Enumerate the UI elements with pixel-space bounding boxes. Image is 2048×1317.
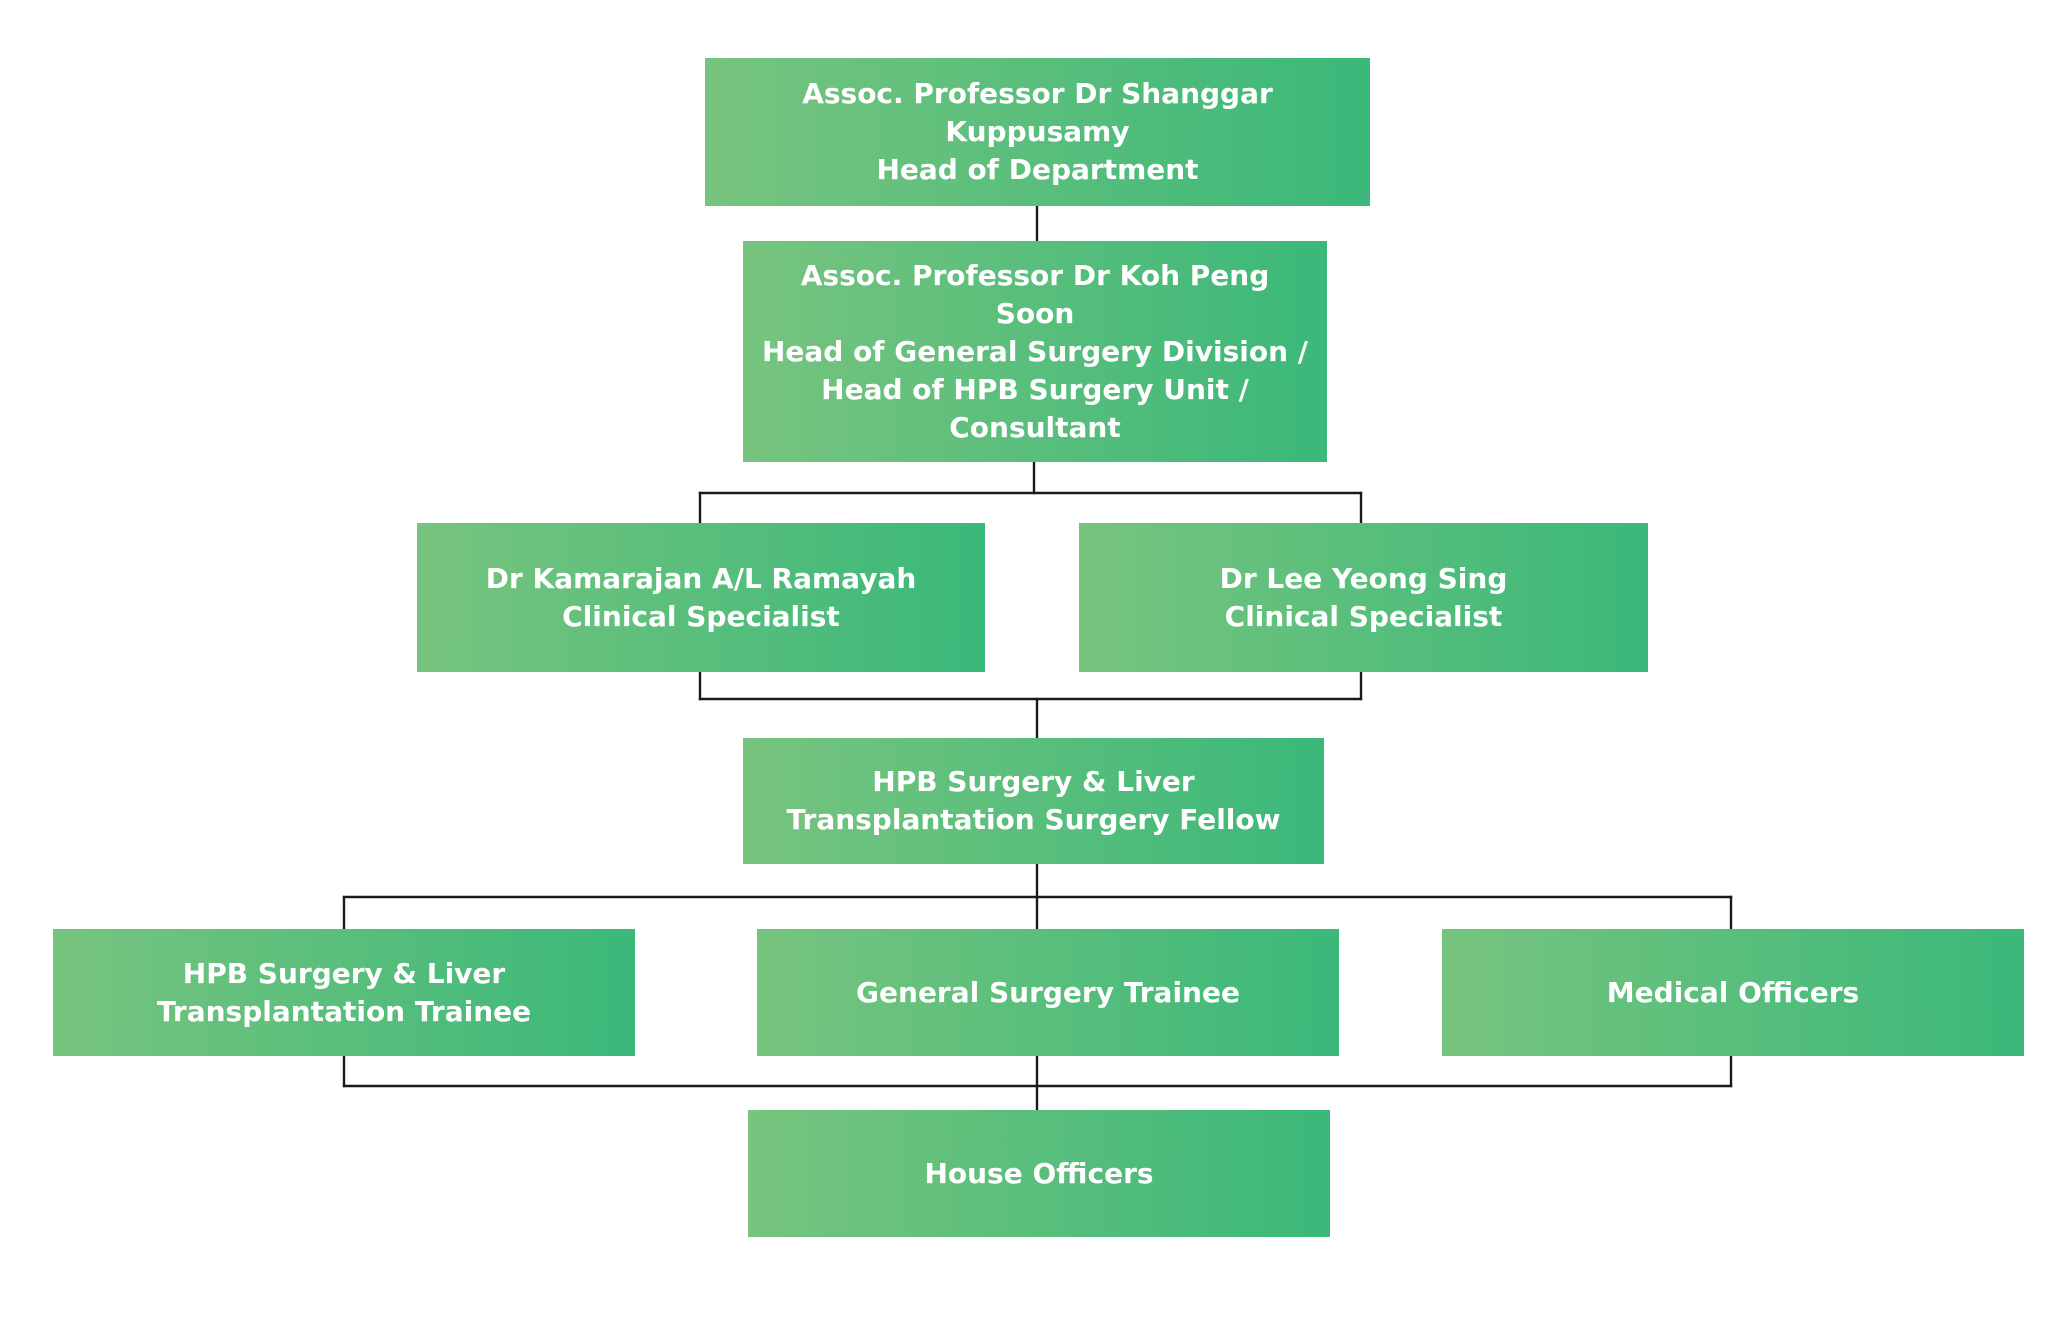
node-clinical-specialist-kamarajan: Dr Kamarajan A/L Ramayah Clinical Specia… — [417, 523, 985, 672]
node-surgery-fellow: HPB Surgery & Liver Transplantation Surg… — [743, 738, 1324, 864]
node-text: Medical Officers — [1607, 974, 1859, 1012]
node-label-line: HPB Surgery & Liver — [182, 956, 506, 990]
node-text: House Officers — [924, 1155, 1153, 1193]
node-label-line: Medical Officers — [1606, 975, 1860, 1009]
node-label-line: Transplantation Surgery Fellow — [786, 803, 1281, 836]
person-name: Dr Kamarajan A/L Ramayah — [485, 561, 917, 595]
node-label-line: Transplantation Trainee — [156, 994, 532, 1028]
node-text: Assoc. Professor Dr Shanggar Kuppusamy H… — [721, 75, 1354, 189]
node-head-of-department: Assoc. Professor Dr Shanggar Kuppusamy H… — [705, 58, 1370, 206]
node-label-line: HPB Surgery & Liver — [872, 765, 1195, 798]
node-text: Assoc. Professor Dr Koh Peng Soon Head o… — [759, 257, 1311, 447]
node-text: HPB Surgery & Liver Transplantation Trai… — [157, 955, 531, 1031]
node-clinical-specialist-lee: Dr Lee Yeong Sing Clinical Specialist — [1079, 523, 1648, 672]
person-name: Assoc. Professor Dr Koh Peng Soon — [800, 258, 1270, 330]
person-role-line: Consultant — [949, 410, 1121, 444]
node-hpb-trainee: HPB Surgery & Liver Transplantation Trai… — [53, 929, 635, 1056]
person-role: Head of Department — [876, 153, 1199, 186]
node-text: General Surgery Trainee — [856, 974, 1240, 1012]
person-name: Dr Lee Yeong Sing — [1219, 561, 1508, 595]
node-house-officers: House Officers — [748, 1110, 1330, 1237]
person-role: Clinical Specialist — [1224, 599, 1503, 633]
node-label-line: House Officers — [924, 1156, 1154, 1190]
node-head-of-general-surgery: Assoc. Professor Dr Koh Peng Soon Head o… — [743, 241, 1327, 462]
node-text: HPB Surgery & Liver Transplantation Surg… — [786, 763, 1280, 839]
person-name: Assoc. Professor Dr Shanggar Kuppusamy — [802, 77, 1273, 148]
node-text: Dr Lee Yeong Sing Clinical Specialist — [1220, 560, 1508, 636]
person-role: Clinical Specialist — [562, 599, 840, 633]
node-text: Dr Kamarajan A/L Ramayah Clinical Specia… — [486, 560, 917, 636]
person-role-line: Head of General Surgery Division / — [761, 334, 1309, 368]
node-medical-officers: Medical Officers — [1442, 929, 2024, 1056]
node-label-line: General Surgery Trainee — [856, 975, 1240, 1009]
node-general-surgery-trainee: General Surgery Trainee — [757, 929, 1339, 1056]
person-role-line: Head of HPB Surgery Unit / — [821, 372, 1249, 406]
